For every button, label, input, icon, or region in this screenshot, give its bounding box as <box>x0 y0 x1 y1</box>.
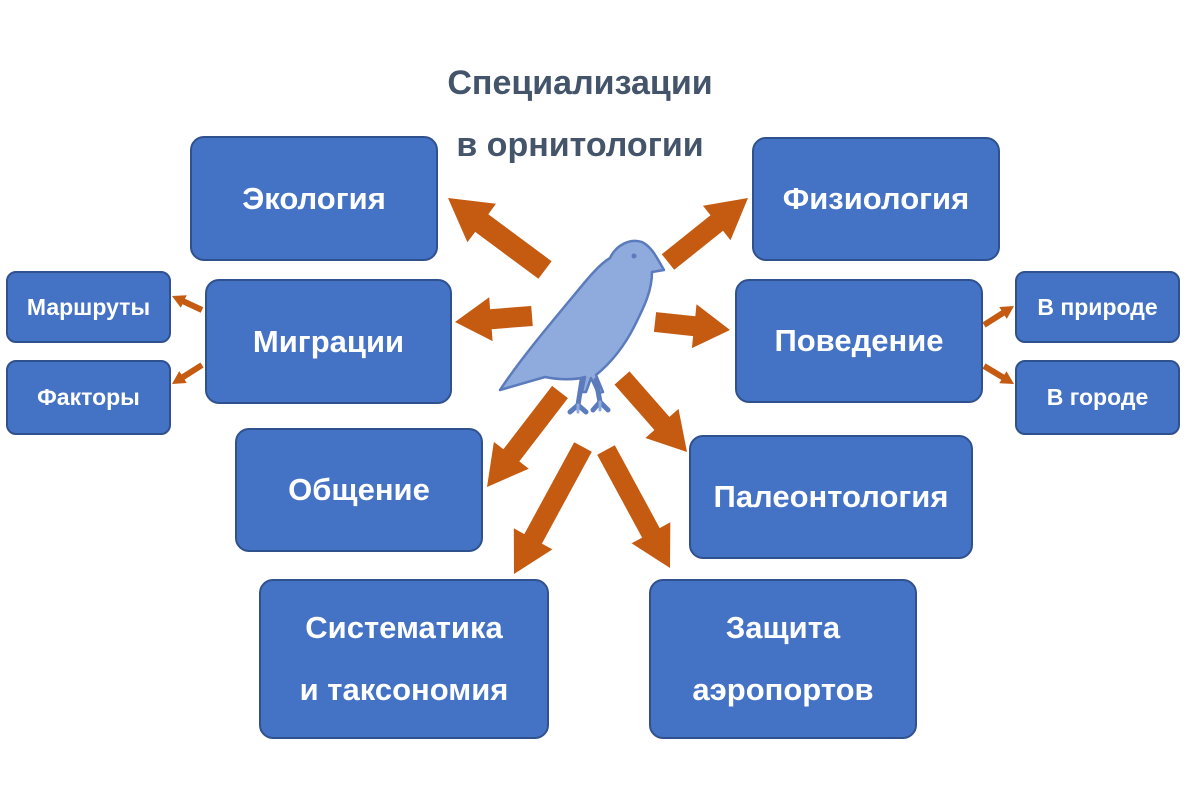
in-nature-box[interactable]: В природе <box>1015 271 1180 343</box>
arrow-to-in-city <box>982 363 1014 384</box>
systematics-label-line-1: Систематика <box>305 610 503 645</box>
behavior-label: Поведение <box>774 323 944 358</box>
systematics-label-line-2: и таксономия <box>299 672 509 707</box>
in-city-box[interactable]: В городе <box>1015 360 1180 435</box>
arrows-group <box>172 198 1014 574</box>
behavior-box[interactable]: Поведение <box>735 279 983 403</box>
factors-label: Факторы <box>37 384 140 410</box>
arrow-to-systematics <box>513 442 592 574</box>
airport-protection-box[interactable]: Защита аэропортов <box>649 579 917 739</box>
routes-label: Маршруты <box>26 293 151 320</box>
arrow-to-communication <box>487 385 568 487</box>
migration-box[interactable]: Миграции <box>205 279 452 404</box>
arrow-to-ecology <box>448 198 552 279</box>
airport-protection-label-line-2: аэропортов <box>692 672 874 707</box>
paleontology-label: Палеонтология <box>713 479 949 514</box>
physiology-label: Физиология <box>782 181 970 216</box>
migration-label: Миграции <box>252 323 405 359</box>
arrow-to-in-nature <box>982 306 1014 328</box>
in-city-label: В городе <box>1046 384 1149 410</box>
arrow-to-routes <box>172 295 204 313</box>
arrow-to-behavior <box>653 304 730 349</box>
diagram-title: Специализации в орнитологии <box>380 52 780 176</box>
paleontology-box[interactable]: Палеонтология <box>689 435 973 559</box>
physiology-box[interactable]: Физиология <box>752 137 1000 261</box>
communication-label: Общение <box>288 472 430 507</box>
systematics-box[interactable]: Систематика и таксономия <box>259 579 549 739</box>
title-line-1: Специализации <box>447 64 713 102</box>
communication-box[interactable]: Общение <box>235 428 483 552</box>
arrow-to-factors <box>172 362 204 384</box>
bird-icon <box>498 239 666 415</box>
arrow-to-airports <box>597 445 671 568</box>
arrow-to-paleontology <box>614 371 687 452</box>
airport-protection-label-line-1: Защита <box>725 610 841 645</box>
ecology-box[interactable]: Экология <box>190 136 438 261</box>
ecology-label: Экология <box>242 180 386 216</box>
arrow-to-physiology <box>661 198 748 270</box>
title-line-2: в орнитологии <box>456 126 704 164</box>
routes-box[interactable]: Маршруты <box>6 271 171 343</box>
in-nature-label: В природе <box>1037 293 1158 320</box>
factors-box[interactable]: Факторы <box>6 360 171 435</box>
arrow-to-migration <box>455 297 533 342</box>
